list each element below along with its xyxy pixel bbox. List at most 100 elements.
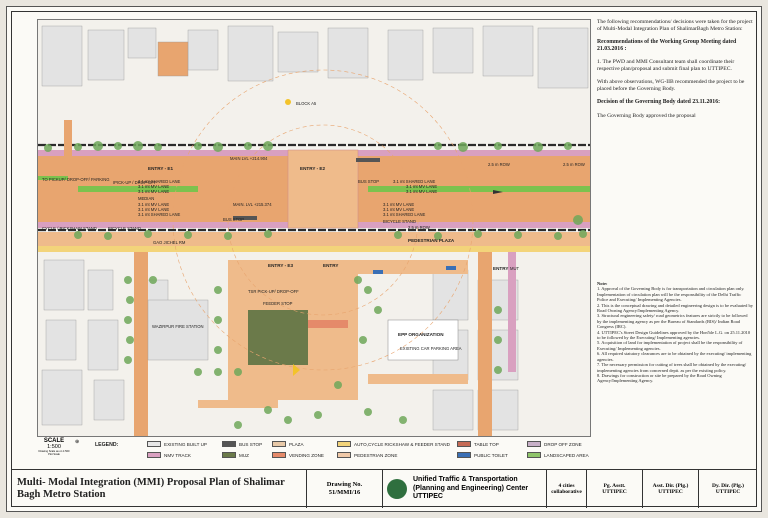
legend-item: AUTO,CYCLE RICKSHAW & FEEDER STAND <box>337 441 450 447</box>
walkway-lower <box>368 374 468 384</box>
block-a5-parking <box>157 41 189 77</box>
drawing-no-value: 51/MMI/16 <box>328 489 361 496</box>
sign2-org: UTTIPEC <box>658 489 683 495</box>
sign3-org: UTTIPEC <box>715 489 741 495</box>
title-block: Multi- Modal Integration (MMI) Proposal … <box>11 469 757 508</box>
note-item: 2. This is the conceptual drawing and de… <box>597 302 753 314</box>
label-entry-e4: ENTRY <box>323 263 338 268</box>
note-item: 1. Approval of the Governing Body is for… <box>597 286 745 303</box>
legend-swatch <box>272 452 286 458</box>
legend-swatch <box>222 441 236 447</box>
org-line-1: Unified Traffic & Transportation <box>413 476 518 484</box>
sign-cell-2: Asst. Dir. (Plg.) UTTIPEC <box>643 470 699 508</box>
label-to-pickup: TO PICKUP/ DROP-OFF/ PARKING <box>42 177 110 182</box>
label-gao-jichel: GAO JICHEL RM <box>153 240 186 245</box>
note-item: 7. The necessary permission for cutting … <box>597 362 747 373</box>
label-row-far-right: 2.5 m ROW <box>563 162 585 167</box>
legend-swatch <box>337 452 351 458</box>
catchment-circle-2 <box>227 124 419 316</box>
drawing-sheet: BLOCK A5 <box>6 6 762 512</box>
sign-cell-1: Pg. Asstt. UTTIPEC <box>587 470 643 508</box>
wg-item: 1. The PWD and MMI Consultant team shall… <box>597 59 735 73</box>
median-right <box>368 186 590 192</box>
notes-intro: The following recommendations/ decisions… <box>597 19 753 32</box>
sign2-title: Asst. Dir. (Plg.) <box>652 482 689 489</box>
note-item: 8. Drawings for construction or site be … <box>597 372 722 384</box>
label-mv-lane-right-4: 3.1 mt MV LANE <box>383 207 414 212</box>
label-mv-lane-right-3: 3.1 mt MV LANE <box>383 202 414 207</box>
median-left <box>78 186 198 192</box>
sign1-title: Pg. Asstt. <box>603 482 626 489</box>
note-item: 3. Structural engineering safety/ road g… <box>597 313 748 330</box>
notes-list: Note: 1. Approval of the Governing Body … <box>597 281 753 384</box>
fire-station <box>147 299 209 361</box>
label-mv-lane-right-2: 3.1 mt MV LANE <box>406 189 437 194</box>
label-mv-lane-left-2: 3.1 mt MV LANE <box>138 189 169 194</box>
uttipec-logo-icon <box>387 479 407 499</box>
label-entry-e5: ENTRY <box>493 266 508 271</box>
label-tsr-pick: TSR PICK-UP/ DROP-OFF <box>248 289 299 294</box>
nmv-right <box>508 252 516 372</box>
label-bicycle-stand: BICYCLE STAND <box>108 226 141 231</box>
label-mut: MUT <box>510 266 520 271</box>
scale-block: SCALE 1:500 Drawing Scale as on 1:500 Pl… <box>37 438 71 464</box>
catchment-circle-1 <box>172 69 474 371</box>
sign1-org: UTTIPEC <box>602 489 627 495</box>
legend-label: TABLE TOP <box>474 441 499 447</box>
sign-cell-3: Dy. Dir. (Plg.) UTTIPEC <box>699 470 757 508</box>
note-item: 5. Acquisition of land for implementatio… <box>597 340 743 351</box>
side-road-right <box>478 252 492 436</box>
legend-label: NMV TRACK <box>164 452 191 458</box>
scale-label: SCALE <box>43 438 65 444</box>
vending-zone <box>308 320 348 328</box>
trees <box>44 141 587 429</box>
feeder-marker <box>293 364 300 376</box>
legend-item: PEDESTRIAN ZONE <box>337 452 397 458</box>
legend-label: VENDING ZONE <box>289 452 324 458</box>
bus-stop-north <box>356 158 380 162</box>
marker-block-a5 <box>285 99 291 105</box>
label-mv-lane-left-4: 3.1 mt MV LANE <box>138 207 169 212</box>
legend-swatch <box>457 452 471 458</box>
legend-item: DROP OFF ZONE <box>527 441 582 447</box>
walkway-south <box>198 400 278 408</box>
legend-item: BUS STOP <box>222 441 262 447</box>
label-mv-lane-right-1: 3.1 mt MV LANE <box>406 184 437 189</box>
label-block-a5: BLOCK A5 <box>296 101 317 106</box>
legend-title: LEGEND: <box>95 442 119 448</box>
public-toilet-2 <box>446 266 456 270</box>
label-shared-lane-right-1: 3.1 mt SHARED LANE <box>393 179 436 184</box>
scale-value: 1:500 <box>47 444 61 450</box>
legend-swatch <box>527 452 541 458</box>
label-mv-lane-left-3: 3.1 mt MV LANE <box>138 202 169 207</box>
wg-heading: Recommendations of the Working Group Mee… <box>597 39 737 53</box>
bus-stop-south <box>233 216 257 220</box>
label-bus-stop-2: BUS STOP <box>358 179 379 184</box>
legend-label: MUZ <box>239 452 249 458</box>
north-arrow-icon: ⊕ <box>75 439 80 445</box>
gb-text: The Governing Body approved the proposal <box>597 112 696 119</box>
label-entry-e3: ENTRY - E3 <box>268 263 293 268</box>
epp-organization-building <box>387 319 459 361</box>
label-bicycle-stand-2: BICYCLE STAND <box>383 219 416 224</box>
legend-swatch <box>337 441 351 447</box>
label-main-lvl-1: MAIN LVL +214.904 <box>230 156 268 161</box>
sign3-title: Dy. Dir. (Plg.) <box>711 482 745 489</box>
site-plan-map: BLOCK A5 <box>37 19 591 437</box>
label-shared-lane-right-2: 3.1 mt SHARED LANE <box>383 212 426 217</box>
legend-item: PUBLIC TOILET <box>457 452 508 458</box>
drawing-number-cell: Drawing No. 51/MMI/16 <box>307 470 383 508</box>
notes-title: Note: <box>597 281 608 286</box>
label-existing-car: EXISTING CAR PARKING AREA <box>400 346 462 351</box>
scale-note: Drawing Scale as on 1:500 Plot Scale <box>38 450 70 456</box>
direction-arrow <box>493 190 503 194</box>
drawing-title: Multi- Modal Integration (MMI) Proposal … <box>11 470 307 508</box>
label-cycle-track: CYCLE / RICKSHAW STAND <box>42 226 97 231</box>
muz-block <box>248 310 308 365</box>
legend-label: DROP OFF ZONE <box>544 441 582 447</box>
road-stub <box>64 120 72 160</box>
existing-buildings <box>41 25 589 431</box>
legend-item: LANDSCAPED AREA <box>527 452 589 458</box>
legend-swatch <box>272 441 286 447</box>
legend-label: PUBLIC TOILET <box>474 452 508 458</box>
